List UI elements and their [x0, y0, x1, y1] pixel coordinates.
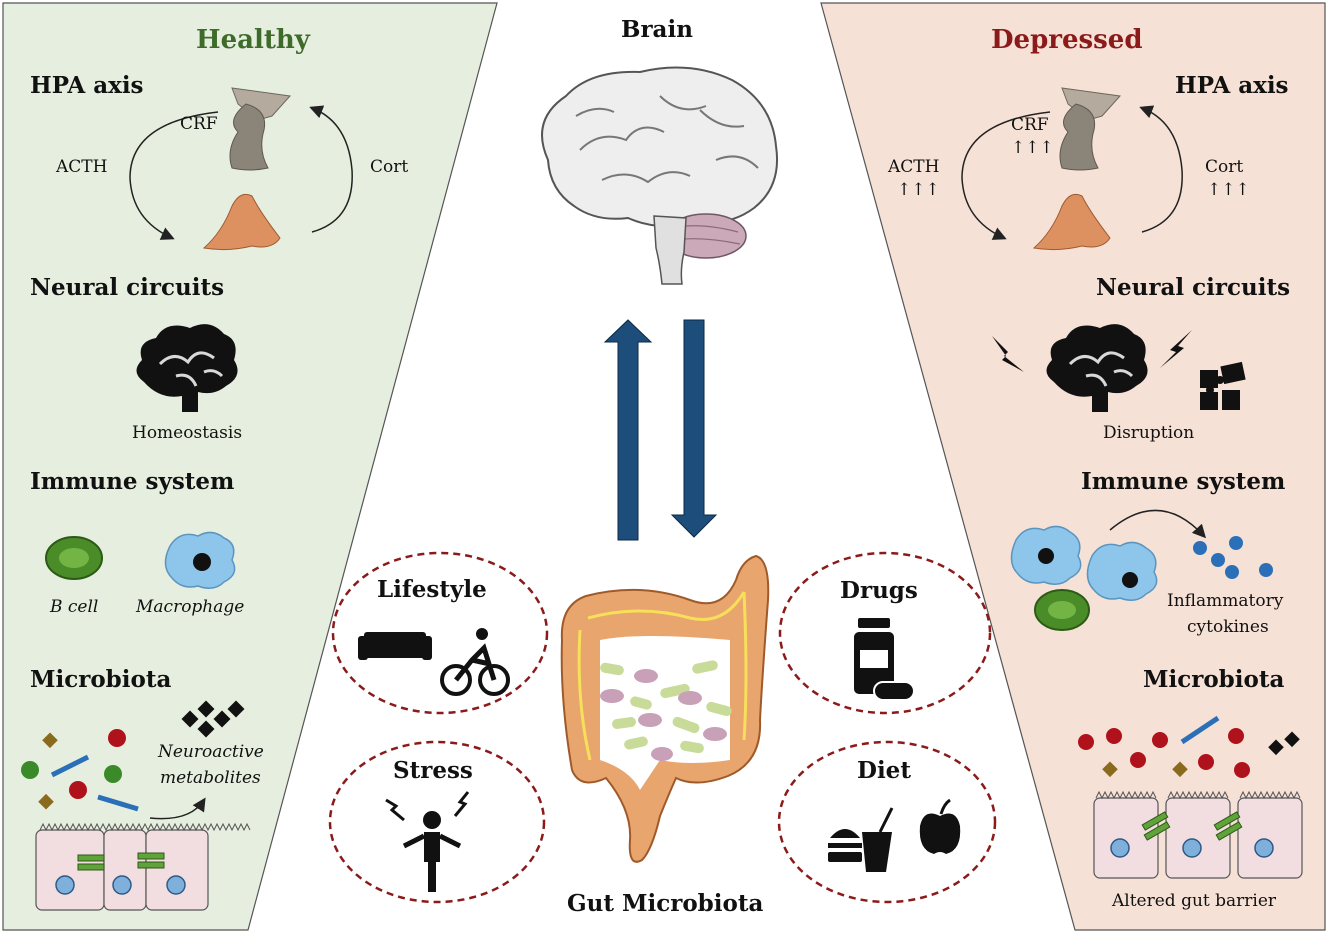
lifestyle-label: Lifestyle [377, 576, 487, 603]
healthy-title: Healthy [196, 25, 310, 55]
pill-bottle-icon [854, 618, 915, 701]
sofa-icon [358, 632, 432, 660]
depressed-b-cell-center [1048, 601, 1076, 619]
altered-gut-barrier-label: Altered gut barrier [1112, 891, 1277, 911]
metabolites-label-line2: metabolites [160, 768, 261, 788]
bicycle-icon [440, 628, 510, 696]
colon-illustration [560, 554, 770, 863]
acth-increase-arrows: ↑↑↑ [897, 180, 940, 200]
puzzle-icon [1200, 361, 1246, 410]
up-arrow [603, 319, 653, 541]
cytokines-icon [1193, 536, 1273, 579]
depressed-hpa-right-arrow [1139, 105, 1183, 233]
b-cell-center [59, 548, 89, 568]
metabolite-arrow [149, 797, 206, 820]
healthy-neural-heading: Neural circuits [30, 274, 225, 301]
depressed-hpa-left-arrow [961, 111, 1051, 240]
brain-label: Brain [621, 16, 693, 43]
brain-illustration [541, 66, 778, 285]
stress-circle [328, 740, 546, 904]
disruption-label: Disruption [1103, 423, 1195, 443]
altered-gut-barrier-icon [1093, 790, 1303, 879]
neuroactive-metabolites-icon [181, 700, 245, 738]
depressed-crf-label: CRF [1011, 115, 1049, 135]
stressed-person-icon [385, 791, 470, 892]
hypothalamus-pituitary-icon [229, 87, 292, 171]
cytokines-label-line2: cytokines [1187, 617, 1269, 637]
depressed-acth-label: ACTH [888, 157, 940, 177]
healthy-immune-heading: Immune system [30, 468, 235, 495]
healthy-crf-label: CRF [180, 114, 218, 134]
depressed-hypothalamus-pituitary-icon [1059, 87, 1122, 171]
depressed-panel [820, 2, 1326, 931]
hpa-right-arrow [309, 105, 353, 233]
depressed-microbes [1078, 715, 1300, 778]
depressed-neural-heading: Neural circuits [1096, 274, 1291, 301]
lightning-left-icon [992, 336, 1024, 372]
fast-food-icon [828, 807, 894, 872]
healthy-hpa-heading: HPA axis [30, 72, 144, 99]
healthy-acth-label: ACTH [56, 157, 108, 177]
depressed-hpa-heading: HPA axis [1175, 72, 1289, 99]
macrophage-label: Macrophage [136, 597, 245, 617]
depressed-brain-icon [1046, 324, 1148, 412]
depressed-cort-label: Cort [1205, 157, 1244, 177]
diet-circle [777, 740, 997, 904]
b-cell-label: B cell [50, 597, 99, 617]
macrophage-icon [164, 531, 236, 589]
gut-microbiota-label: Gut Microbiota [567, 890, 764, 917]
cytokine-arrow [1109, 509, 1207, 539]
lifestyle-circle [331, 551, 549, 715]
cort-increase-arrows: ↑↑↑ [1207, 180, 1250, 200]
lightning-right-icon [1160, 330, 1192, 368]
healthy-gut-epithelium [35, 822, 251, 911]
metabolites-label-line1: Neuroactive [158, 742, 264, 762]
down-arrow [670, 319, 718, 538]
healthy-brain-icon [136, 324, 238, 412]
apple-icon [919, 798, 961, 854]
cytokines-label-line1: Inflammatory [1167, 591, 1284, 611]
healthy-microbiota-heading: Microbiota [30, 666, 172, 693]
crf-increase-arrows: ↑↑↑ [1011, 138, 1054, 158]
drugs-label: Drugs [840, 577, 918, 604]
stress-label: Stress [393, 757, 473, 784]
healthy-panel [2, 2, 498, 931]
hpa-left-arrow [129, 111, 219, 240]
diet-label: Diet [857, 757, 911, 784]
depressed-adrenal-gland-icon [1032, 193, 1111, 251]
drugs-circle [778, 551, 992, 715]
depressed-immune-heading: Immune system [1081, 468, 1286, 495]
depressed-macrophage-icon-1 [1010, 525, 1082, 585]
adrenal-gland-icon [202, 193, 281, 251]
depressed-title: Depressed [991, 25, 1143, 55]
depressed-macrophage-icon-2 [1086, 541, 1158, 601]
depressed-microbiota-heading: Microbiota [1143, 666, 1285, 693]
healthy-cort-label: Cort [370, 157, 409, 177]
homeostasis-label: Homeostasis [132, 423, 243, 443]
